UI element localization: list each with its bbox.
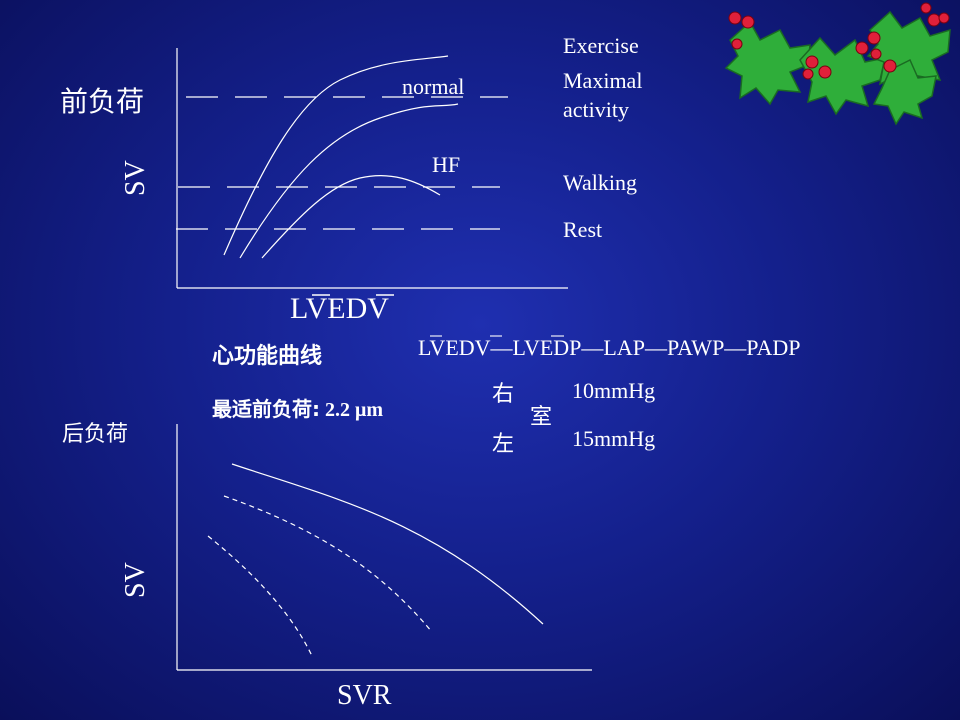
ventricle-char: 室 [530, 405, 553, 430]
holly-berry [883, 59, 897, 73]
holly-berry [728, 11, 742, 25]
level-label-activity: activity [563, 97, 629, 122]
chain-v3: V [523, 335, 540, 360]
afterload-curve-dashed-mid [223, 495, 433, 633]
afterload-curve-solid [231, 463, 544, 625]
holly-berry [927, 13, 941, 27]
level-label-maximal: Maximal [563, 68, 643, 93]
chain-l: L [418, 335, 430, 360]
chain-rest: EDP—LAP—PAWP—PADP [539, 335, 801, 360]
afterload-curve-dashed-low [207, 535, 313, 657]
optimal-preload: 最适前负荷: 2.2 μm [212, 393, 383, 422]
afterload-label: 后负荷 [62, 422, 129, 447]
function-curve-title: 心功能曲线 [212, 344, 323, 369]
pressure-chain-formula: LVEDV—LVEDP—LAP—PAWP—PADP [418, 335, 801, 361]
top-y-axis-label: SV [120, 160, 151, 196]
holly-berry [805, 55, 819, 69]
right-ventricle-value: 10mmHg [572, 378, 656, 403]
bottom-y-axis-label: SV [120, 562, 151, 598]
bottom-x-axis-label: SVR [337, 680, 392, 711]
curve-label-hf: HF [432, 152, 461, 177]
preload-label: 前负荷 [60, 85, 145, 118]
curve-hf [261, 175, 441, 259]
optimal-preload-value: 2.2 μm [325, 399, 383, 421]
left-ventricle-char: 左 [492, 432, 515, 457]
holly-leaf-4 [872, 58, 937, 126]
left-ventricle-value: 15mmHg [572, 426, 656, 451]
curve-label-normal: normal [402, 74, 465, 99]
top-x-axis-label: LVEDV [290, 292, 389, 326]
level-label-rest: Rest [563, 217, 603, 242]
lvedv-v1: V [305, 292, 328, 325]
holly-leaf-1 [724, 20, 811, 106]
level-label-walking: Walking [563, 170, 637, 195]
holly-berry [741, 15, 755, 29]
chain-v2: V [474, 335, 491, 360]
holly-berry [818, 65, 832, 79]
lvedv-l: L [290, 292, 306, 325]
holly-leaf-2 [799, 36, 886, 116]
chain-ed: ED [445, 335, 475, 360]
holly-berry [802, 68, 814, 80]
holly-berry [855, 41, 869, 55]
curve-normal [239, 103, 459, 259]
holly-berry [867, 31, 881, 45]
level-label-exercise: Exercise [563, 33, 639, 58]
optimal-preload-label: 最适前负荷: [212, 397, 320, 421]
curve-exercise [223, 55, 449, 256]
right-ventricle-char: 右 [492, 382, 515, 407]
holly-berry [731, 38, 743, 50]
holly-berry [938, 12, 950, 24]
holly-berry [920, 2, 932, 14]
lvedv-ed: ED [327, 292, 368, 325]
chain-dash-l: —L [490, 335, 524, 360]
chain-v1: V [429, 335, 446, 360]
lvedv-v2: V [367, 292, 389, 325]
holly-berry [870, 48, 882, 60]
